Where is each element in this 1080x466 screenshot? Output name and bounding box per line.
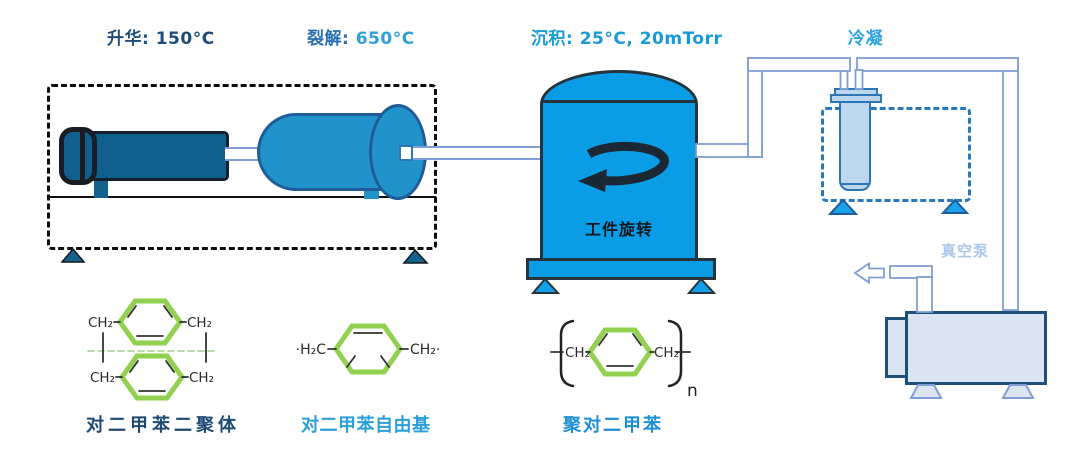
polymer-bracket-left — [559, 319, 575, 388]
stage-label-deposition: 沉积: 25°C, 20mTorr — [531, 29, 723, 49]
benzene-bonds-bottom — [115, 360, 189, 392]
furnace-ground-line — [48, 196, 436, 198]
pump-foot-left — [909, 384, 943, 399]
cold-trap-dashed-outline — [821, 107, 971, 202]
pyrolysis-furnace-leg — [364, 188, 379, 199]
benzene-ring-top — [116, 298, 184, 346]
cold-trap-body — [839, 101, 871, 191]
pipe-trap-inlet-left — [839, 69, 849, 90]
trap-foot-left — [827, 198, 859, 215]
stage-label-pyrolysis: 裂解: 650°C — [307, 24, 415, 49]
exhaust-arrow-icon — [853, 261, 885, 285]
chamber-base — [526, 258, 716, 280]
pyrolysis-outlet-port — [399, 145, 413, 161]
pipe-riser-vertical — [747, 57, 763, 158]
enclosure-foot-right — [402, 248, 429, 264]
benzene-ring-radical — [332, 323, 404, 375]
pipe-trap-inlet-right — [854, 69, 864, 90]
sublimation-cap-ring — [80, 132, 85, 180]
pipe-exhaust-vertical — [916, 276, 933, 313]
sublimation-tube-leg — [94, 179, 108, 198]
dimer-group-top-right: CH₂ — [187, 315, 212, 331]
pipe-top-right — [856, 57, 1019, 72]
benzene-bonds-polymer — [550, 333, 691, 367]
molecule-name-dimer: 对二甲苯二聚体 — [86, 415, 240, 436]
sublimation-tube-end-cap — [59, 127, 97, 185]
chamber-rotation-label: 工件旋转 — [584, 220, 653, 239]
polymer-bracket-right — [667, 319, 683, 388]
radical-group-left: ·H₂C — [296, 342, 327, 358]
cold-trap-bottom-line — [841, 183, 869, 185]
dimer-group-bottom-left: CH₂ — [90, 370, 115, 386]
chamber-foot-right — [686, 277, 717, 294]
polymer-subscript-n: n — [687, 381, 698, 401]
benzene-ring-polymer — [586, 327, 654, 377]
enclosure-foot-left — [60, 247, 86, 263]
vacuum-pump-body — [905, 311, 1047, 385]
stage-label-pyrolysis-value: 650°C — [355, 29, 415, 49]
chamber-foot-left — [530, 277, 561, 294]
vacuum-pump-label: 真空泵 — [941, 242, 990, 260]
polymer-group-left: CH₂ — [565, 345, 590, 361]
polymer-group-right: CH₂ — [654, 345, 679, 361]
molecule-name-polymer: 聚对二甲苯 — [563, 415, 663, 436]
stage-label-pyrolysis-name: 裂解: — [307, 29, 356, 49]
chamber-dome-seam — [542, 100, 696, 103]
molecule-dimer: CH₂ CH₂ CH₂ CH₂ — [87, 298, 219, 401]
pipe-sublimation-to-pyrolysis — [225, 147, 263, 161]
pipe-right-vertical — [1002, 57, 1019, 311]
molecule-polymer: CH₂ CH₂ n — [550, 319, 698, 401]
pipe-exhaust-horizontal — [889, 265, 933, 279]
benzene-bonds-top — [113, 305, 187, 337]
molecule-radical: ·H₂C CH₂· — [296, 323, 440, 375]
pipe-pyrolysis-to-chamber — [408, 146, 544, 160]
pipe-chamber-outlet — [695, 143, 763, 158]
pipe-top-left — [747, 57, 851, 72]
radical-group-right: CH₂· — [410, 342, 440, 358]
benzene-ring-bottom — [118, 353, 186, 401]
stage-label-sublimation: 升华: 150°C — [107, 29, 215, 49]
benzene-bonds-radical — [327, 332, 409, 368]
stage-label-condensation: 冷凝 — [848, 29, 883, 49]
furnace-enclosure-dashed-box — [47, 84, 437, 250]
dimer-group-bottom-right: CH₂ — [189, 370, 214, 386]
pump-foot-right — [1001, 384, 1035, 399]
molecule-name-radical: 对二甲苯自由基 — [301, 415, 431, 436]
dimer-group-top-left: CH₂ — [88, 315, 113, 331]
